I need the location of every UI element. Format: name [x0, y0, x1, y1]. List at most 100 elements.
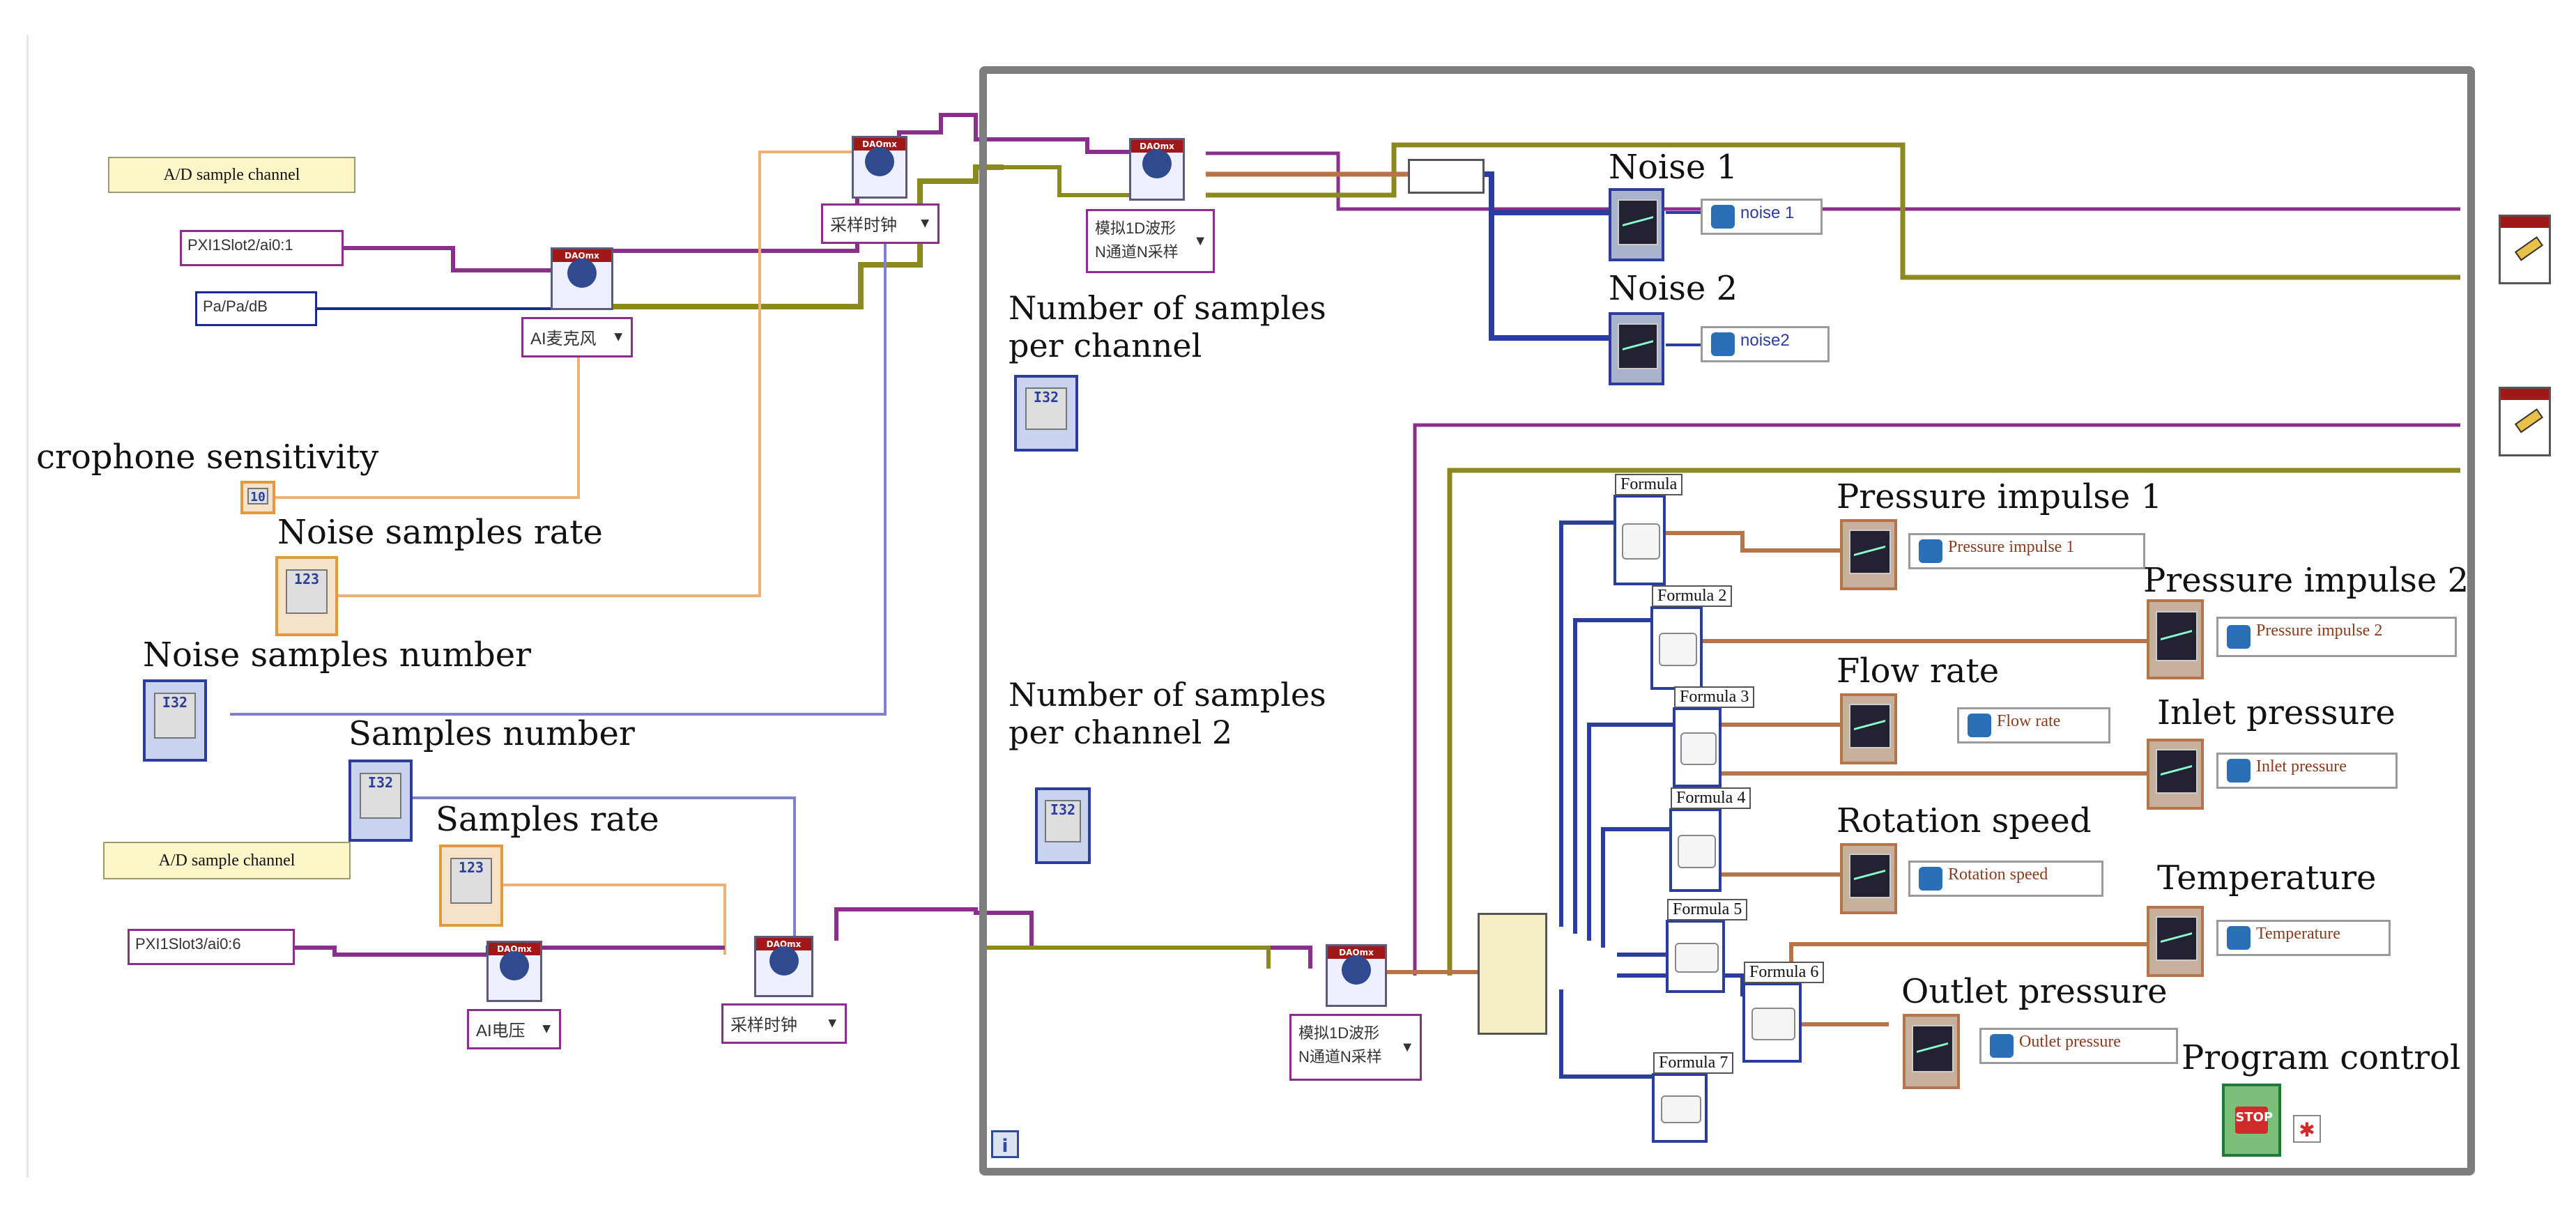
output-4-indicator[interactable]: Inlet pressure [2216, 753, 2398, 789]
daq-read-top[interactable]: DAQmx [1129, 138, 1185, 201]
read-top-selector[interactable]: 模拟1D波形 N通道N采样 [1086, 209, 1215, 273]
formula-5-node[interactable]: Formula 5 [1666, 899, 1748, 993]
wire-read-olive-out [1206, 142, 2460, 280]
noise1-graph-node[interactable] [1609, 188, 1664, 261]
output-2-indicator[interactable]: Pressure impulse 2 [2216, 617, 2457, 657]
mic-vi-selector[interactable]: AI麦克风 [521, 317, 633, 357]
num-samples2-label: Number of samples per channel 2 [1009, 676, 1326, 751]
clock-top-selector[interactable]: 采样时钟 [821, 203, 940, 244]
wire-task-bottom [983, 946, 1271, 969]
ad-channel-label-bottom: A/D sample channel [103, 842, 351, 879]
formula-6-node[interactable]: Formula 6 [1742, 962, 1825, 1063]
wire-out-1 [1666, 531, 1840, 553]
num-samples-label: Number of samples per channel [1009, 289, 1326, 364]
output-7-graph-node[interactable] [1903, 1014, 1960, 1089]
output-2-label: Pressure impulse 2 [2143, 561, 2469, 600]
formula-2-node[interactable]: Formula 2 [1650, 585, 1733, 690]
loop-iteration-terminal: i [991, 1130, 1019, 1158]
wire-loop-right-purple [1413, 423, 2460, 976]
output-5-indicator[interactable]: Rotation speed [1908, 861, 2103, 897]
output-3-graph-node[interactable] [1840, 693, 1897, 764]
wire-loop-top-olive [1004, 165, 1129, 197]
sensitivity-constant[interactable]: 10 [240, 481, 275, 514]
wire-channel-top-2 [897, 113, 1004, 167]
voltage-vi-selector[interactable]: AI电压 [467, 1009, 561, 1049]
output-1-indicator[interactable]: Pressure impulse 1 [1908, 533, 2145, 569]
output-4-label: Inlet pressure [2157, 693, 2395, 732]
noise1-label: Noise 1 [1609, 148, 1738, 187]
output-5-graph-node[interactable] [1840, 843, 1897, 914]
formula-4-node[interactable]: Formula 4 [1669, 787, 1751, 892]
daq-read-bottom[interactable]: DAQmx [1326, 944, 1387, 1007]
wire-loop-top-purple [1004, 137, 1129, 154]
noise1-indicator[interactable]: noise 1 [1701, 199, 1823, 235]
read-bottom-selector[interactable]: 模拟1D波形 N通道N采样 [1289, 1014, 1422, 1081]
output-3-indicator[interactable]: Flow rate [1957, 707, 2110, 744]
noise-rate-control[interactable]: 123 [275, 556, 338, 636]
samples-rate-control[interactable]: 123 [439, 845, 503, 927]
stop-condition-icon: ✱ [2293, 1115, 2321, 1143]
samples-number-label: Samples number [348, 714, 635, 753]
samples-number-control[interactable]: I32 [348, 760, 413, 842]
wire-formula-2 [1573, 618, 1650, 934]
waveform-chart-icon [1919, 539, 1942, 563]
index-array-node[interactable] [1408, 159, 1485, 194]
waveform-chart-icon [1711, 205, 1735, 229]
wire-formula-3 [1587, 723, 1673, 941]
output-6-graph-node[interactable] [2147, 906, 2204, 977]
output-1-graph-node[interactable] [1840, 519, 1897, 590]
unit-control[interactable]: Pa/Pa/dB [195, 291, 317, 326]
noise2-graph-node[interactable] [1609, 312, 1664, 385]
channel-top-control[interactable]: PXI1Slot2/ai0:1 [180, 230, 344, 266]
num-samples2-control[interactable]: I32 [1035, 787, 1091, 864]
daq-create-channel-voltage[interactable]: DAQmx [486, 941, 542, 1002]
num-samples-control[interactable]: I32 [1014, 375, 1078, 452]
output-4-graph-node[interactable] [2147, 739, 2204, 810]
program-control-label: Program control [2182, 1038, 2461, 1077]
waveform-chart-icon [1968, 714, 1991, 737]
wire-read-purple-out [1206, 151, 2460, 211]
tdms-write-bottom[interactable] [2499, 387, 2551, 456]
noise-number-control[interactable]: I32 [143, 679, 207, 762]
daq-timing-bottom[interactable]: DAQmx [754, 936, 813, 997]
wire-noise-rate [338, 151, 857, 597]
waveform-chart-icon [1711, 332, 1735, 356]
clock-bottom-selector[interactable]: 采样时钟 [721, 1003, 847, 1044]
waveform-chart-icon [1919, 867, 1942, 891]
output-6-indicator[interactable]: Temperature [2216, 920, 2391, 956]
wire-formula-7 [1559, 989, 1652, 1079]
tdms-write-top[interactable] [2499, 215, 2551, 284]
unbundle-node[interactable] [1478, 913, 1547, 1035]
formula-7-node[interactable]: Formula 7 [1652, 1052, 1734, 1143]
wire-loop-right-olive [1447, 468, 2460, 976]
daq-timing-top[interactable]: DAQmx [852, 136, 907, 199]
sensitivity-label: crophone sensitivity [36, 438, 379, 477]
output-2-graph-node[interactable] [2147, 599, 2204, 679]
noise2-indicator[interactable]: noise2 [1701, 326, 1830, 362]
ad-channel-label-top: A/D sample channel [108, 157, 355, 193]
output-3-label: Flow rate [1837, 652, 2000, 691]
output-5-label: Rotation speed [1837, 801, 2092, 840]
waveform-chart-icon [1990, 1034, 2014, 1058]
page-edge-line [26, 35, 29, 1178]
waveform-chart-icon [2227, 625, 2251, 649]
noise2-label: Noise 2 [1609, 269, 1738, 308]
stop-button[interactable]: STOP [2222, 1084, 2281, 1157]
wire-samples-rate [502, 884, 726, 955]
noise-rate-label: Noise samples rate [277, 513, 603, 552]
samples-rate-label: Samples rate [436, 800, 659, 839]
formula-3-node[interactable]: Formula 3 [1673, 686, 1755, 787]
formula-1-node[interactable]: Formula [1613, 474, 1683, 585]
wire-sensitivity [275, 355, 580, 499]
wire-noise-number [230, 230, 887, 716]
waveform-chart-icon [2227, 759, 2251, 783]
channel-bottom-control[interactable]: PXI1Slot3/ai0:6 [128, 929, 295, 965]
output-6-label: Temperature [2157, 858, 2377, 897]
noise-number-label: Noise samples number [143, 635, 532, 675]
wire-samples-number [404, 796, 796, 955]
output-7-indicator[interactable]: Outlet pressure [1979, 1028, 2178, 1064]
daq-create-channel-mic[interactable]: DAQmx [551, 247, 613, 310]
wire-formula-1 [1559, 521, 1613, 927]
wire-formula-4 [1601, 827, 1669, 948]
